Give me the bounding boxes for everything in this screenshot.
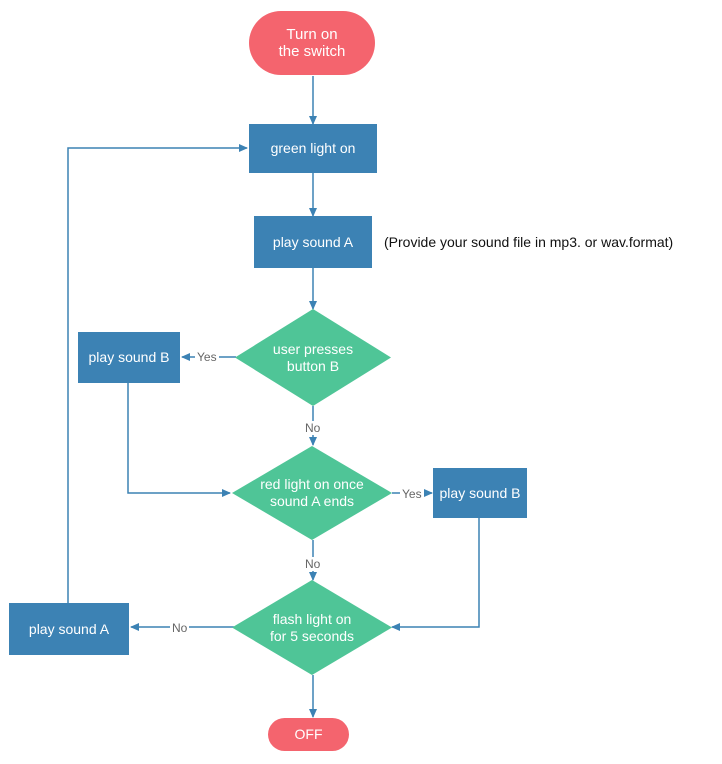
play-sound-b-right-label: play sound B: [439, 484, 521, 501]
play-sound-b-left-label: play sound B: [88, 349, 170, 365]
edge-label-no-lower: No: [303, 557, 323, 571]
edge-label-no-mid: No: [303, 421, 323, 435]
sound-file-note: (Provide your sound file in mp3. or wav.…: [384, 234, 674, 250]
red-light-label: red light on once sound A ends: [260, 476, 364, 509]
edge-loop-to-green: [67, 144, 248, 603]
red-light-decision: red light on once sound A ends: [232, 446, 392, 540]
green-light-label: green light on: [270, 140, 356, 156]
flash-light-decision: flash light on for 5 seconds: [232, 580, 392, 675]
play-sound-a-top-label: play sound A: [272, 233, 354, 250]
green-light-node: green light on: [249, 124, 377, 173]
user-presses-label: user presses button B: [272, 340, 354, 374]
end-label: OFF: [294, 726, 323, 742]
start-node: Turn on the switch: [249, 11, 375, 75]
play-sound-a-top-node: play sound A: [254, 216, 372, 268]
play-sound-a-bottom-node: play sound A: [9, 603, 129, 655]
edge-label-yes-left: Yes: [195, 350, 219, 364]
edge-label-yes-right: Yes: [400, 487, 424, 501]
start-label: Turn on the switch: [278, 26, 346, 60]
flash-light-label: flash light on for 5 seconds: [269, 610, 355, 644]
edge-play-b-left-to-red: [127, 383, 231, 497]
end-node: OFF: [268, 718, 349, 751]
play-sound-b-right-node: play sound B: [433, 468, 527, 518]
play-sound-a-bottom-label: play sound A: [28, 620, 110, 637]
play-sound-b-left-node: play sound B: [78, 332, 180, 383]
edge-label-no-left: No: [170, 621, 190, 635]
edge-play-b-right-to-flash: [391, 518, 480, 631]
user-presses-decision: user presses button B: [235, 309, 391, 406]
